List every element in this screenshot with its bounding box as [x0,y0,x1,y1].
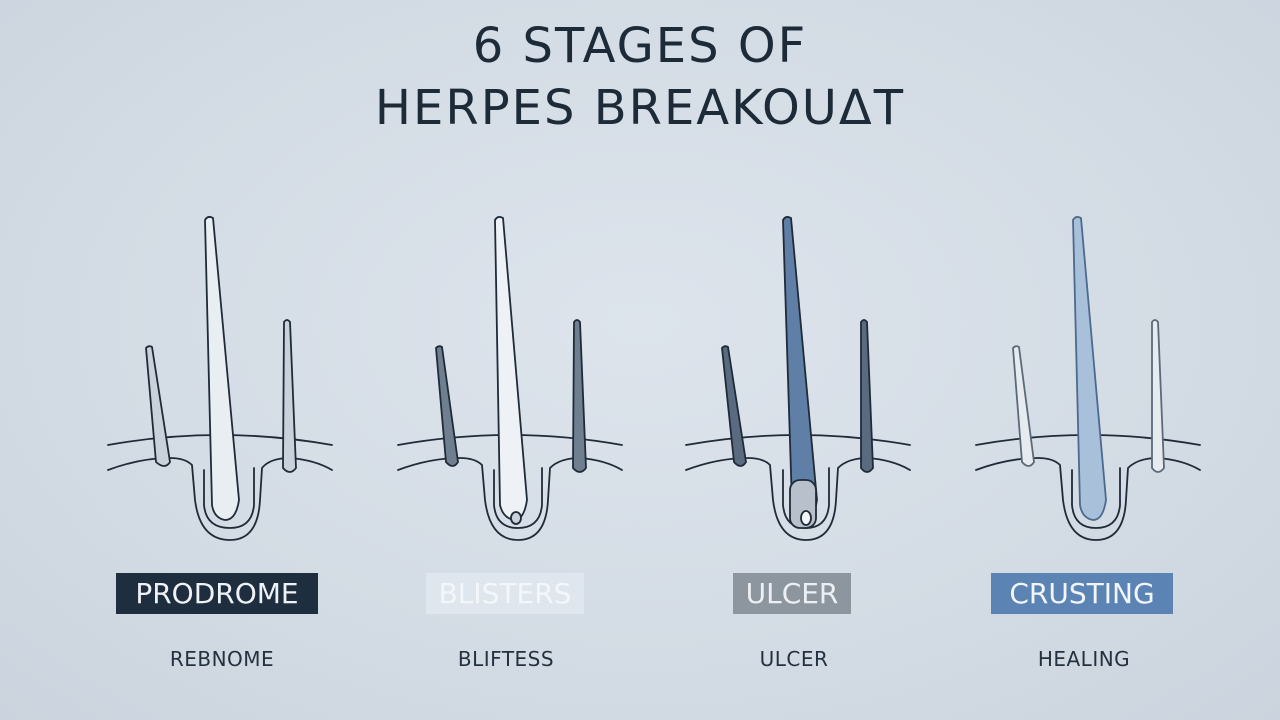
hair-shaft-right [282,319,297,473]
stage-4-label: CRUSTING [991,573,1173,614]
hair-shaft-main [494,215,528,521]
stage-4-follicle-illustration [975,215,1201,541]
title-line-1: 6 STAGES OF [472,18,808,74]
stage-2-label: BLISTERS [426,573,584,614]
hair-shaft-main [204,215,240,521]
hair-shaft-left [145,345,171,467]
follicle-bulb [203,467,255,529]
stage-2-follicle-illustration [397,215,623,541]
stage-3-follicle-illustration [685,215,911,541]
stage-3-sublabel: ULCER [759,647,829,671]
stage-1-sublabel: REBNOME [169,647,275,671]
hair-shaft-right [860,319,874,473]
stage-3-label: ULCER [733,573,851,614]
stage-1-follicle-illustration [107,215,333,541]
hair-shaft-right [1151,319,1165,473]
hair-shaft-left [1012,345,1035,467]
hair-shaft-main [1072,215,1107,521]
follicle-bulb [1071,467,1121,529]
stage-4-sublabel: HEALING [1037,647,1131,671]
stage-2-sublabel: BLIFTESS [457,647,555,671]
ulcer-mark [800,510,812,526]
blister-mark [510,511,522,525]
hair-shaft-left [435,345,459,467]
stage-1-label: PRODROME [116,573,318,614]
title-line-2: HERPES BREAKOUΔT [374,80,906,136]
hair-shaft-left [721,345,747,467]
hair-shaft-main [782,215,818,521]
follicle-bulb [493,467,543,529]
hair-shaft-right [572,319,587,473]
